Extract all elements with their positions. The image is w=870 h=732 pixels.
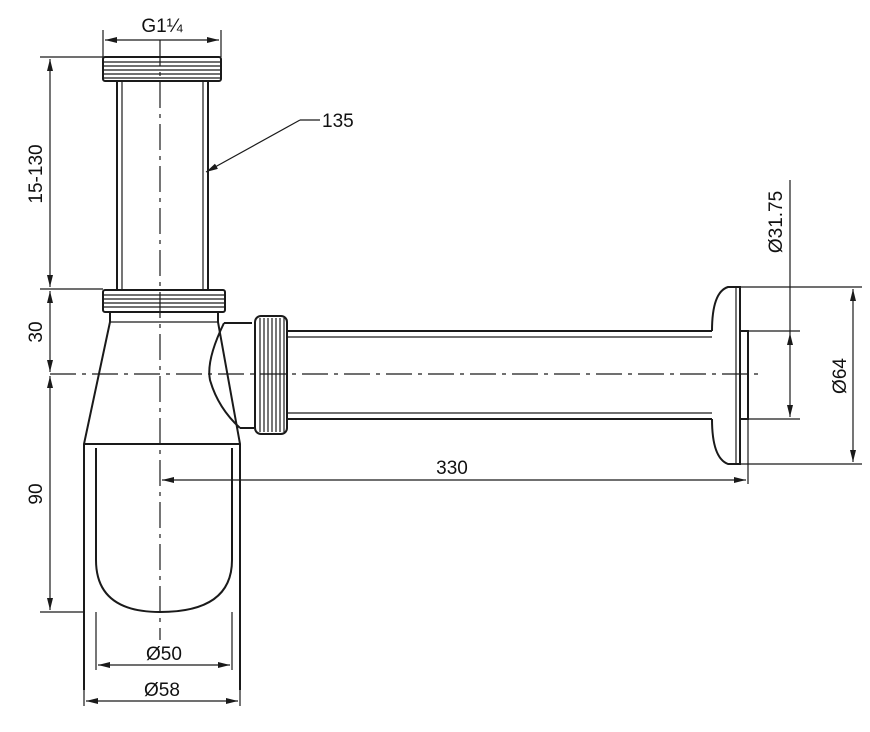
nut-ring (102, 289, 226, 313)
label-body-height: 30 (26, 321, 47, 342)
label-part-number: 135 (322, 111, 354, 132)
thread-hatching-top (104, 61, 220, 79)
bottle-body (83, 312, 254, 690)
leader-part-number-arrow (205, 119, 301, 173)
label-thread: G1¼ (141, 16, 183, 37)
label-inner-diameter: Ø50 (146, 644, 182, 665)
label-outer-diameter: Ø58 (144, 680, 180, 701)
label-length: 330 (436, 458, 468, 479)
label-pipe-diameter: Ø31.75 (766, 191, 787, 253)
extension-lines (40, 30, 862, 706)
label-flange-diameter: Ø64 (830, 358, 851, 394)
riser-pipe (102, 56, 222, 289)
centerlines (50, 40, 760, 640)
union-nut (254, 315, 288, 435)
wall-flange (711, 286, 749, 465)
label-height-adjust: 15-130 (26, 144, 47, 203)
outlet-pipe (287, 330, 712, 420)
label-bottle-height: 90 (26, 483, 47, 504)
dimension-labels: G1¼ 135 15-130 30 90 Ø50 Ø58 330 Ø31.75 … (26, 16, 851, 701)
dimension-lines (47, 37, 856, 704)
